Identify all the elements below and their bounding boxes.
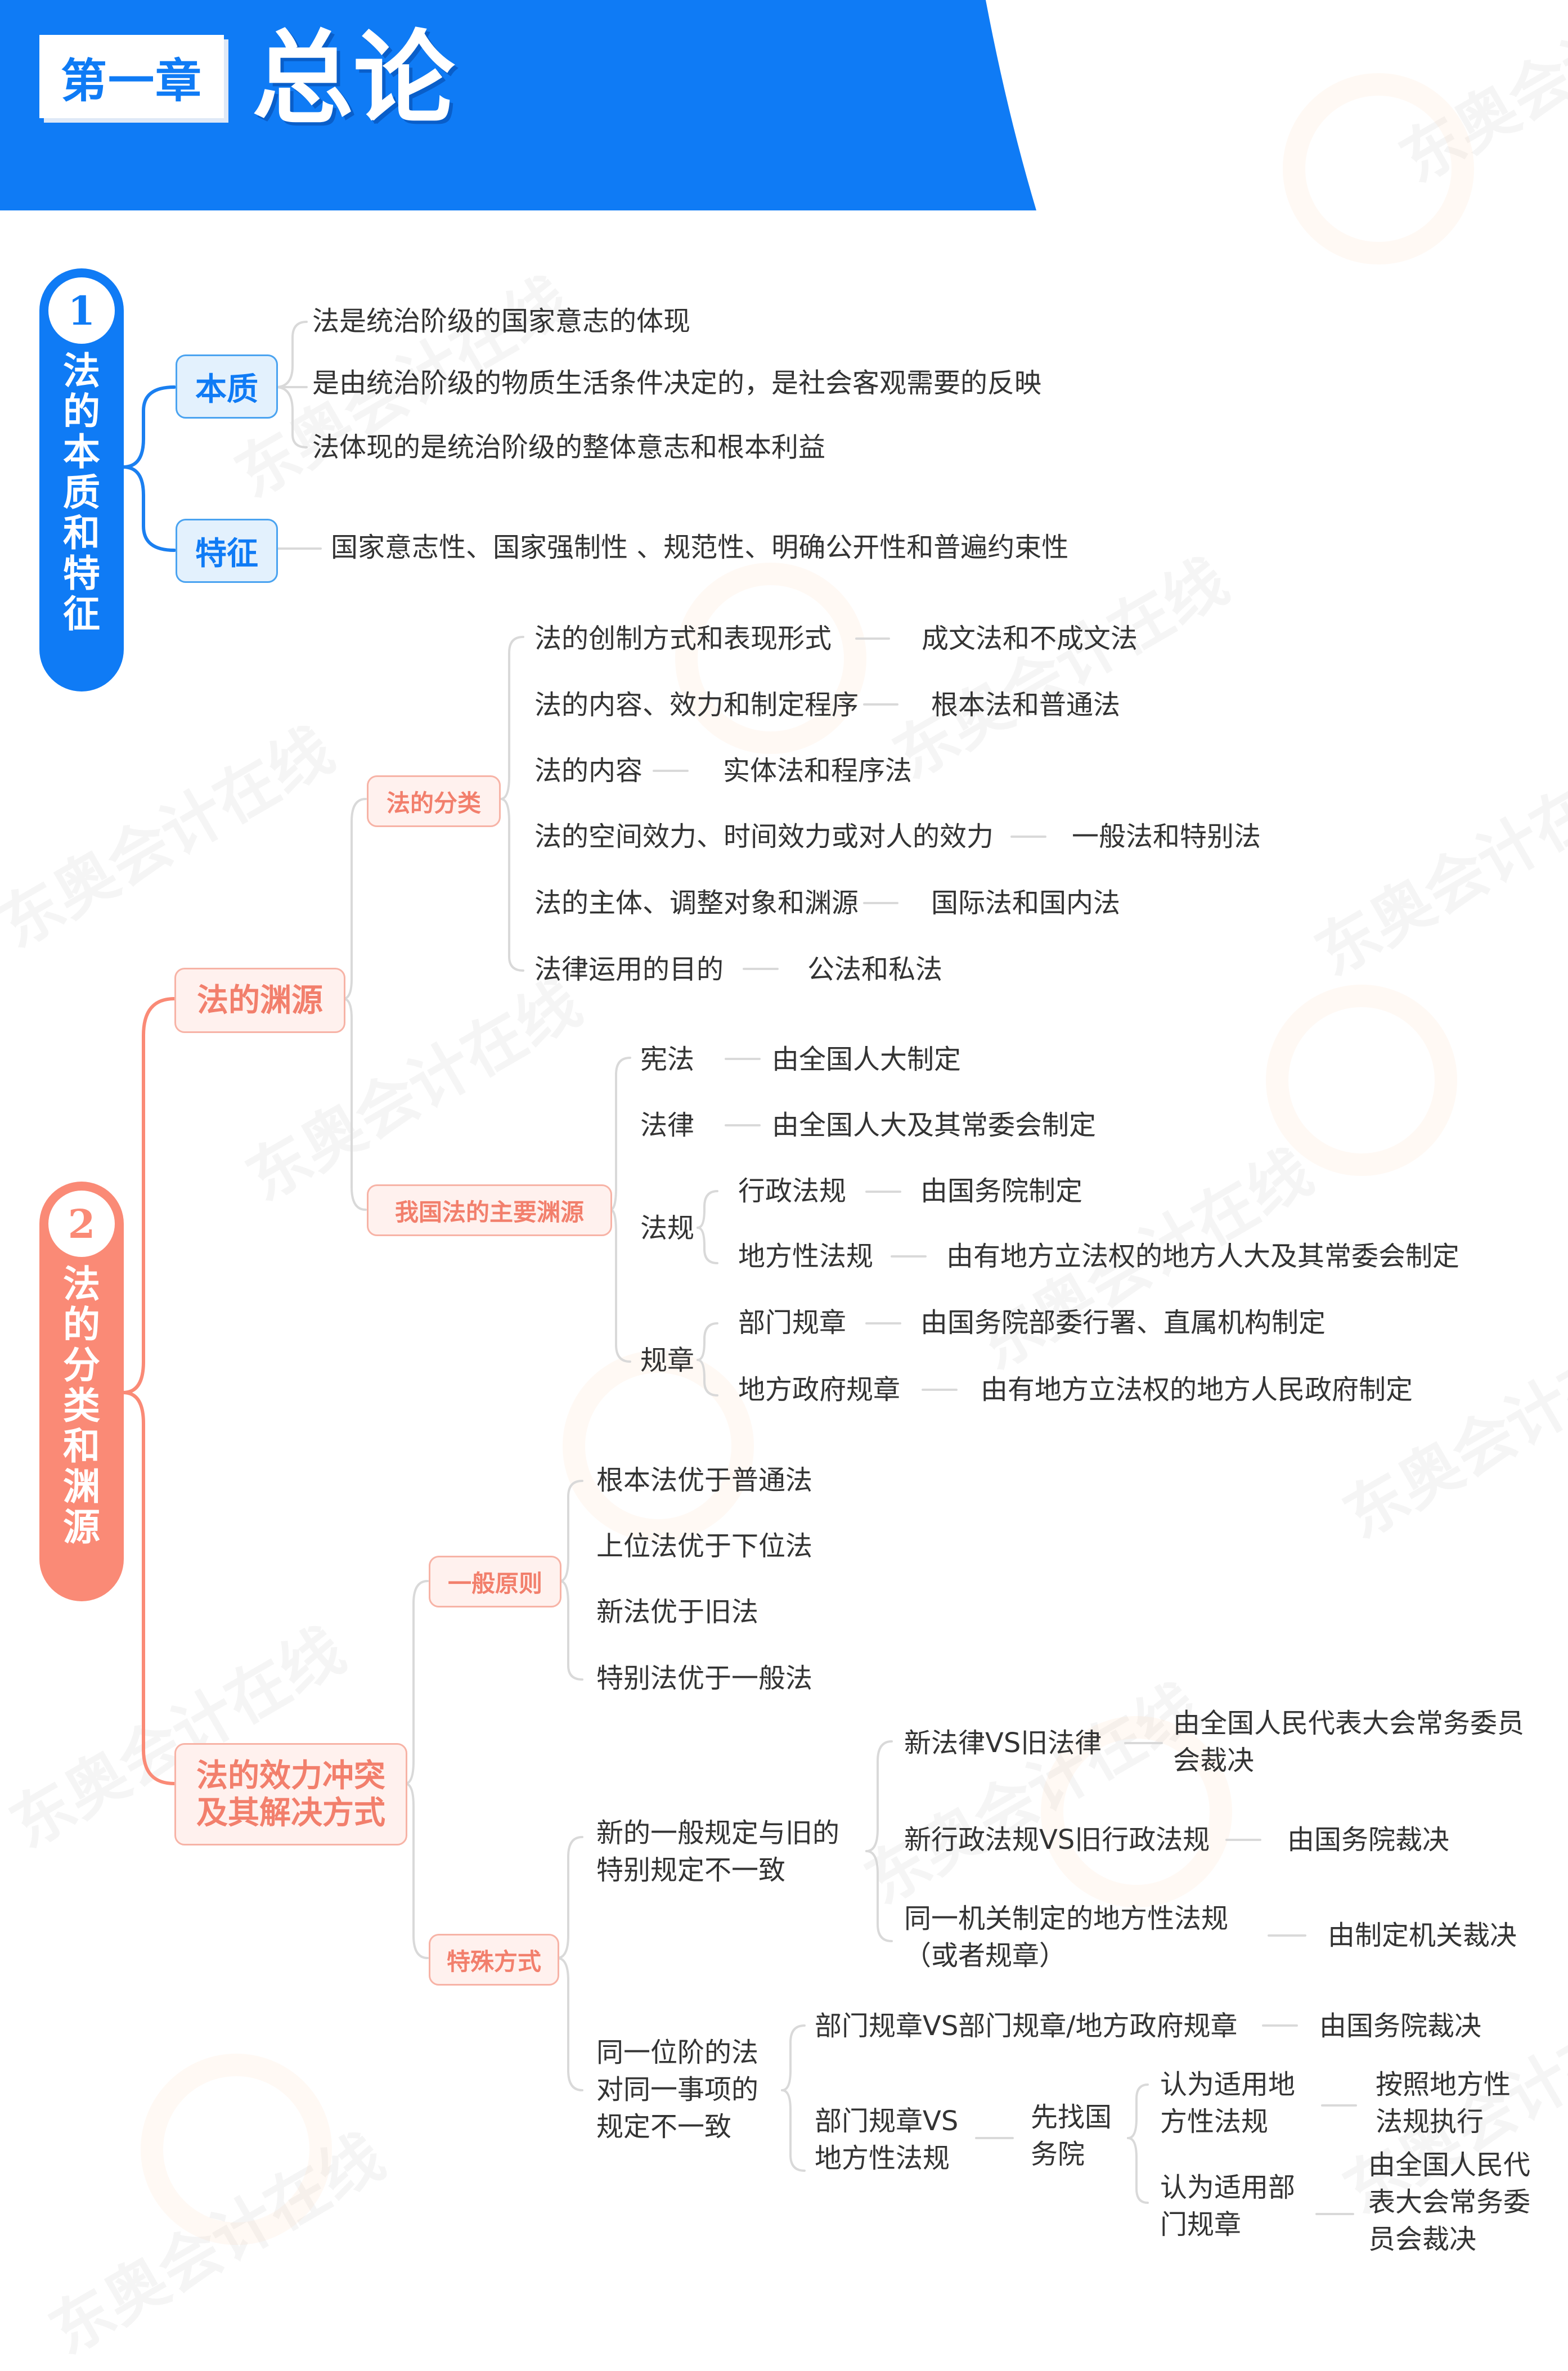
classification-result: 根本法和普通法 [931,689,1121,721]
classification-basis: 法律运用的目的 [534,954,724,985]
node-general-principles[interactable]: 一般原则 [429,1556,561,1607]
node-sources[interactable]: 法的渊源 [174,968,345,1033]
section-badge-2: 2 法的分类和渊源 [39,1182,124,1601]
option-ruling: 由全国人民代表大会常务委员会裁决 [1368,2149,1531,2255]
source-name: 宪法 [640,1044,695,1075]
connector-lines [122,321,1357,2215]
classification-basis: 法的空间效力、时间效力或对人的效力 [534,821,994,852]
classification-basis: 法的主体、调整对象和渊源 [534,887,859,919]
conflict-ruling: 由全国人民代表大会常务委员会裁决 [1173,1708,1525,1776]
node-special-methods[interactable]: 特殊方式 [429,1934,559,1986]
principle-item: 上位法优于下位法 [596,1530,813,1562]
classification-basis: 法的内容、效力和制定程序 [534,689,859,721]
source-sub-name: 地方性法规 [738,1241,874,1272]
source-name: 规章 [640,1345,695,1376]
essence-item: 法是统治阶级的国家意志的体现 [312,306,691,337]
conflict-ruling: 由制定机关裁决 [1328,1920,1517,1951]
section-number: 1 [48,277,115,344]
source-sub-name: 行政法规 [738,1175,847,1207]
option-ruling: 按照地方性法规执行 [1376,2069,1511,2138]
option-view: 认为适用部门规章 [1160,2172,1296,2240]
option-view: 认为适用地方性法规 [1160,2069,1296,2138]
source-maker: 由国务院制定 [920,1175,1083,1207]
features-text: 国家意志性、国家强制性 、规范性、明确公开性和普遍约束性 [331,532,1069,563]
principle-item: 根本法优于普通法 [596,1465,813,1496]
node-main-sources[interactable]: 我国法的主要渊源 [367,1184,612,1236]
node-features[interactable]: 特征 [176,519,278,583]
conflict-case: 部门规章VS地方性法规 [815,2105,959,2174]
node-conflicts[interactable]: 法的效力冲突 及其解决方式 [174,1743,407,1845]
chapter-title: 总论 [252,19,455,138]
section-number: 2 [48,1191,115,1257]
node-conflicts-line1: 法的效力冲突 [196,1757,385,1794]
classification-basis: 法的创制方式和表现形式 [534,623,832,654]
essence-item: 法体现的是统治阶级的整体意志和根本利益 [312,432,826,463]
source-maker: 由全国人大制定 [772,1044,962,1075]
classification-basis: 法的内容 [534,755,643,787]
classification-result: 公法和私法 [807,954,943,985]
section-title: 法的分类和渊源 [63,1262,100,1549]
conflict-case: 新行政法规VS旧行政法规 [904,1824,1210,1856]
node-classification[interactable]: 法的分类 [367,775,501,827]
classification-result: 一般法和特别法 [1072,821,1261,852]
conflict-case: 新法律VS旧法律 [904,1727,1102,1759]
principle-item: 新法优于旧法 [596,1596,759,1628]
source-sub-name: 地方政府规章 [738,1374,901,1405]
case-new-general-old-special: 新的一般规定与旧的特别规定不一致 [596,1817,840,1886]
source-maker: 由国务院部委行署、直属机构制定 [920,1307,1326,1339]
essence-item: 是由统治阶级的物质生活条件决定的，是社会客观需要的反映 [312,367,1042,399]
classification-result: 成文法和不成文法 [922,623,1138,654]
first-step: 先找国务院 [1031,2101,1112,2170]
classification-result: 实体法和程序法 [723,755,913,787]
section-badge-1: 1 法的本质和特征 [39,268,124,691]
source-maker: 由全国人大及其常委会制定 [772,1110,1097,1141]
source-name: 法律 [640,1110,695,1141]
principle-item: 特别法优于一般法 [596,1663,813,1694]
conflict-ruling: 由国务院裁决 [1319,2010,1482,2042]
source-name: 法规 [640,1213,695,1244]
case-same-rank: 同一位阶的法对同一事项的规定不一致 [596,2037,759,2143]
node-conflicts-line2: 及其解决方式 [196,1794,385,1831]
source-maker: 由有地方立法权的地方人大及其常委会制定 [946,1241,1460,1272]
source-sub-name: 部门规章 [738,1307,847,1339]
node-essence[interactable]: 本质 [176,354,278,419]
conflict-case: 部门规章VS部门规章/地方政府规章 [815,2010,1238,2042]
section-title: 法的本质和特征 [63,349,100,636]
classification-result: 国际法和国内法 [931,887,1121,919]
source-maker: 由有地方立法权的地方人民政府制定 [981,1374,1413,1405]
conflict-ruling: 由国务院裁决 [1287,1824,1450,1856]
chapter-label: 第一章 [39,35,224,118]
conflict-case: 同一机关制定的地方性法规（或者规章） [904,1903,1229,1972]
header-banner [0,0,1036,210]
